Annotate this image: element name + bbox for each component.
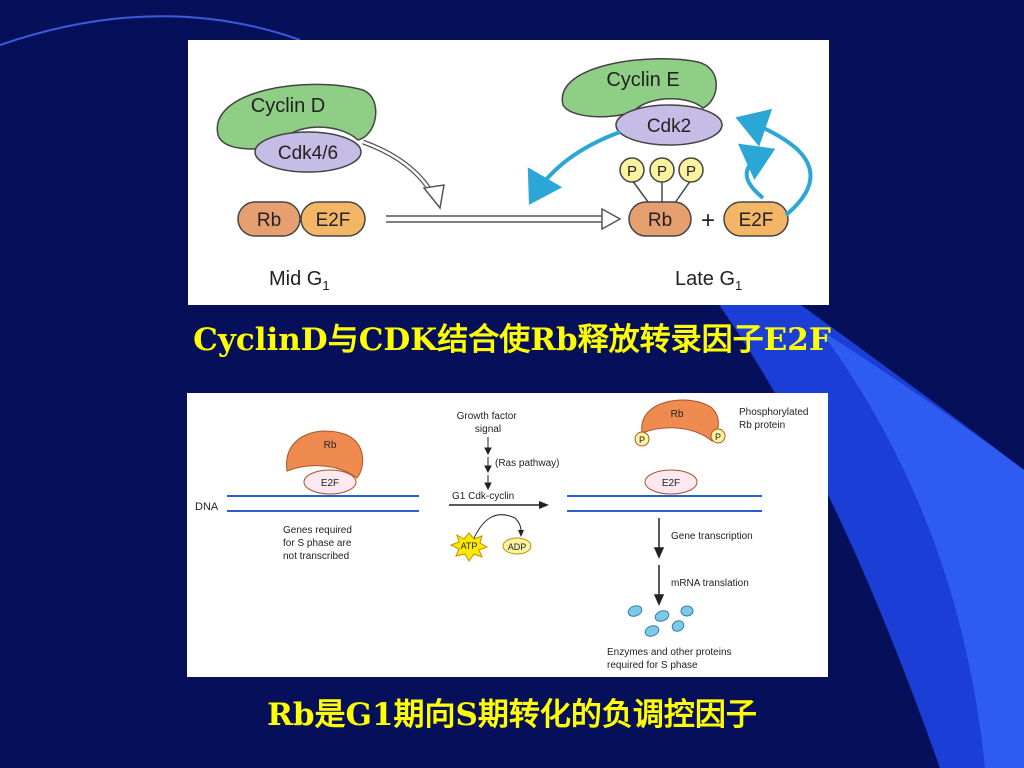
background-swoosh-light: [820, 330, 1024, 768]
p-left-label: P: [639, 435, 645, 445]
transition-arrow: [386, 207, 622, 231]
cyclin-d-label: Cyclin D: [251, 95, 325, 117]
cdk2-label: Cdk2: [647, 116, 691, 137]
rb-pathway-panel: DNA Rb E2F Genes required for S phase ar…: [187, 393, 828, 677]
blue-arrow-cdk2-feedback: [527, 130, 621, 205]
rb-protein-right: [641, 399, 719, 442]
background-arc: [0, 15, 301, 46]
phosphate-3-label: P: [686, 163, 696, 180]
g1-cdk-cyclin-label: G1 Cdk-cyclin: [452, 491, 514, 502]
cdk46-label: Cdk4/6: [278, 143, 338, 164]
blue-arrow-e2f-self: [737, 143, 776, 200]
rb-left-label: Rb: [324, 440, 337, 451]
gene-transcription-label: Gene transcription: [671, 531, 753, 542]
caption-bottom: Rb是G1期向S期转化的负调控因子: [267, 697, 757, 733]
late-g1-label: Late G1: [675, 268, 742, 293]
background-swoosh: [560, 150, 1024, 768]
phosphate-2: [649, 157, 675, 183]
mrna-translation-label: mRNA translation: [671, 578, 749, 589]
p-left-shape: [634, 431, 650, 447]
rb-shape-late: [628, 201, 692, 237]
transcription-arrows: [653, 518, 665, 606]
phosphate-2-label: P: [657, 163, 667, 180]
rb-right-label: Rb: [671, 409, 684, 420]
e2f-left-shape: [303, 469, 357, 495]
phosphate-1: [619, 157, 645, 183]
cdk46-shape: [254, 131, 362, 173]
p-right-shape: [710, 428, 726, 444]
atp-label: ATP: [461, 541, 478, 551]
plus-sign: +: [701, 207, 715, 234]
cyclin-e-shape: [561, 58, 717, 118]
p-right-label: P: [715, 432, 721, 442]
caption-top: CyclinD与CDK结合使Rb释放转录因子E2F: [193, 322, 831, 358]
dna-label: DNA: [195, 501, 219, 513]
growth-factor-label: Growth factor signal: [457, 411, 520, 435]
blue-arrow-e2f-loop: [735, 108, 813, 217]
cdk2-shape: [615, 104, 723, 146]
e2f-label-mid: E2F: [316, 210, 351, 231]
phosphorylated-label: Phosphorylated Rb protein: [739, 407, 811, 431]
signal-arrows: [484, 437, 492, 491]
adp-shape: [502, 537, 532, 555]
rb-shape-mid: [237, 201, 301, 237]
phosphate-3: [678, 157, 704, 183]
curved-arrow-cdk46: [362, 139, 436, 197]
ras-pathway-label: (Ras pathway): [495, 458, 559, 469]
rb-label-mid: Rb: [257, 210, 281, 231]
adp-label: ADP: [508, 542, 527, 552]
rb-protein-left: [286, 430, 364, 479]
e2f-right-label: E2F: [662, 478, 680, 489]
e2f-shape-late: [723, 201, 789, 237]
atp-adp-curve: [471, 514, 522, 544]
phosphate-1-label: P: [627, 163, 637, 180]
mid-g1-label: Mid G1: [269, 268, 330, 293]
enzymes-label: Enzymes and other proteins required for …: [607, 647, 734, 671]
cyclin-diagram-panel: Cyclin D Cdk4/6 Rb E2F Mid G1 Cyclin E C…: [188, 40, 829, 305]
e2f-label-late: E2F: [739, 210, 774, 231]
enzyme-blobs: [627, 605, 694, 637]
atp-burst: [449, 532, 489, 562]
e2f-shape-mid: [300, 201, 366, 237]
e2f-left-label: E2F: [321, 478, 339, 489]
genes-note: Genes required for S phase are not trans…: [283, 525, 355, 562]
e2f-right-shape: [644, 469, 698, 495]
cyclin-e-label: Cyclin E: [606, 69, 679, 91]
rb-label-late: Rb: [648, 210, 672, 231]
